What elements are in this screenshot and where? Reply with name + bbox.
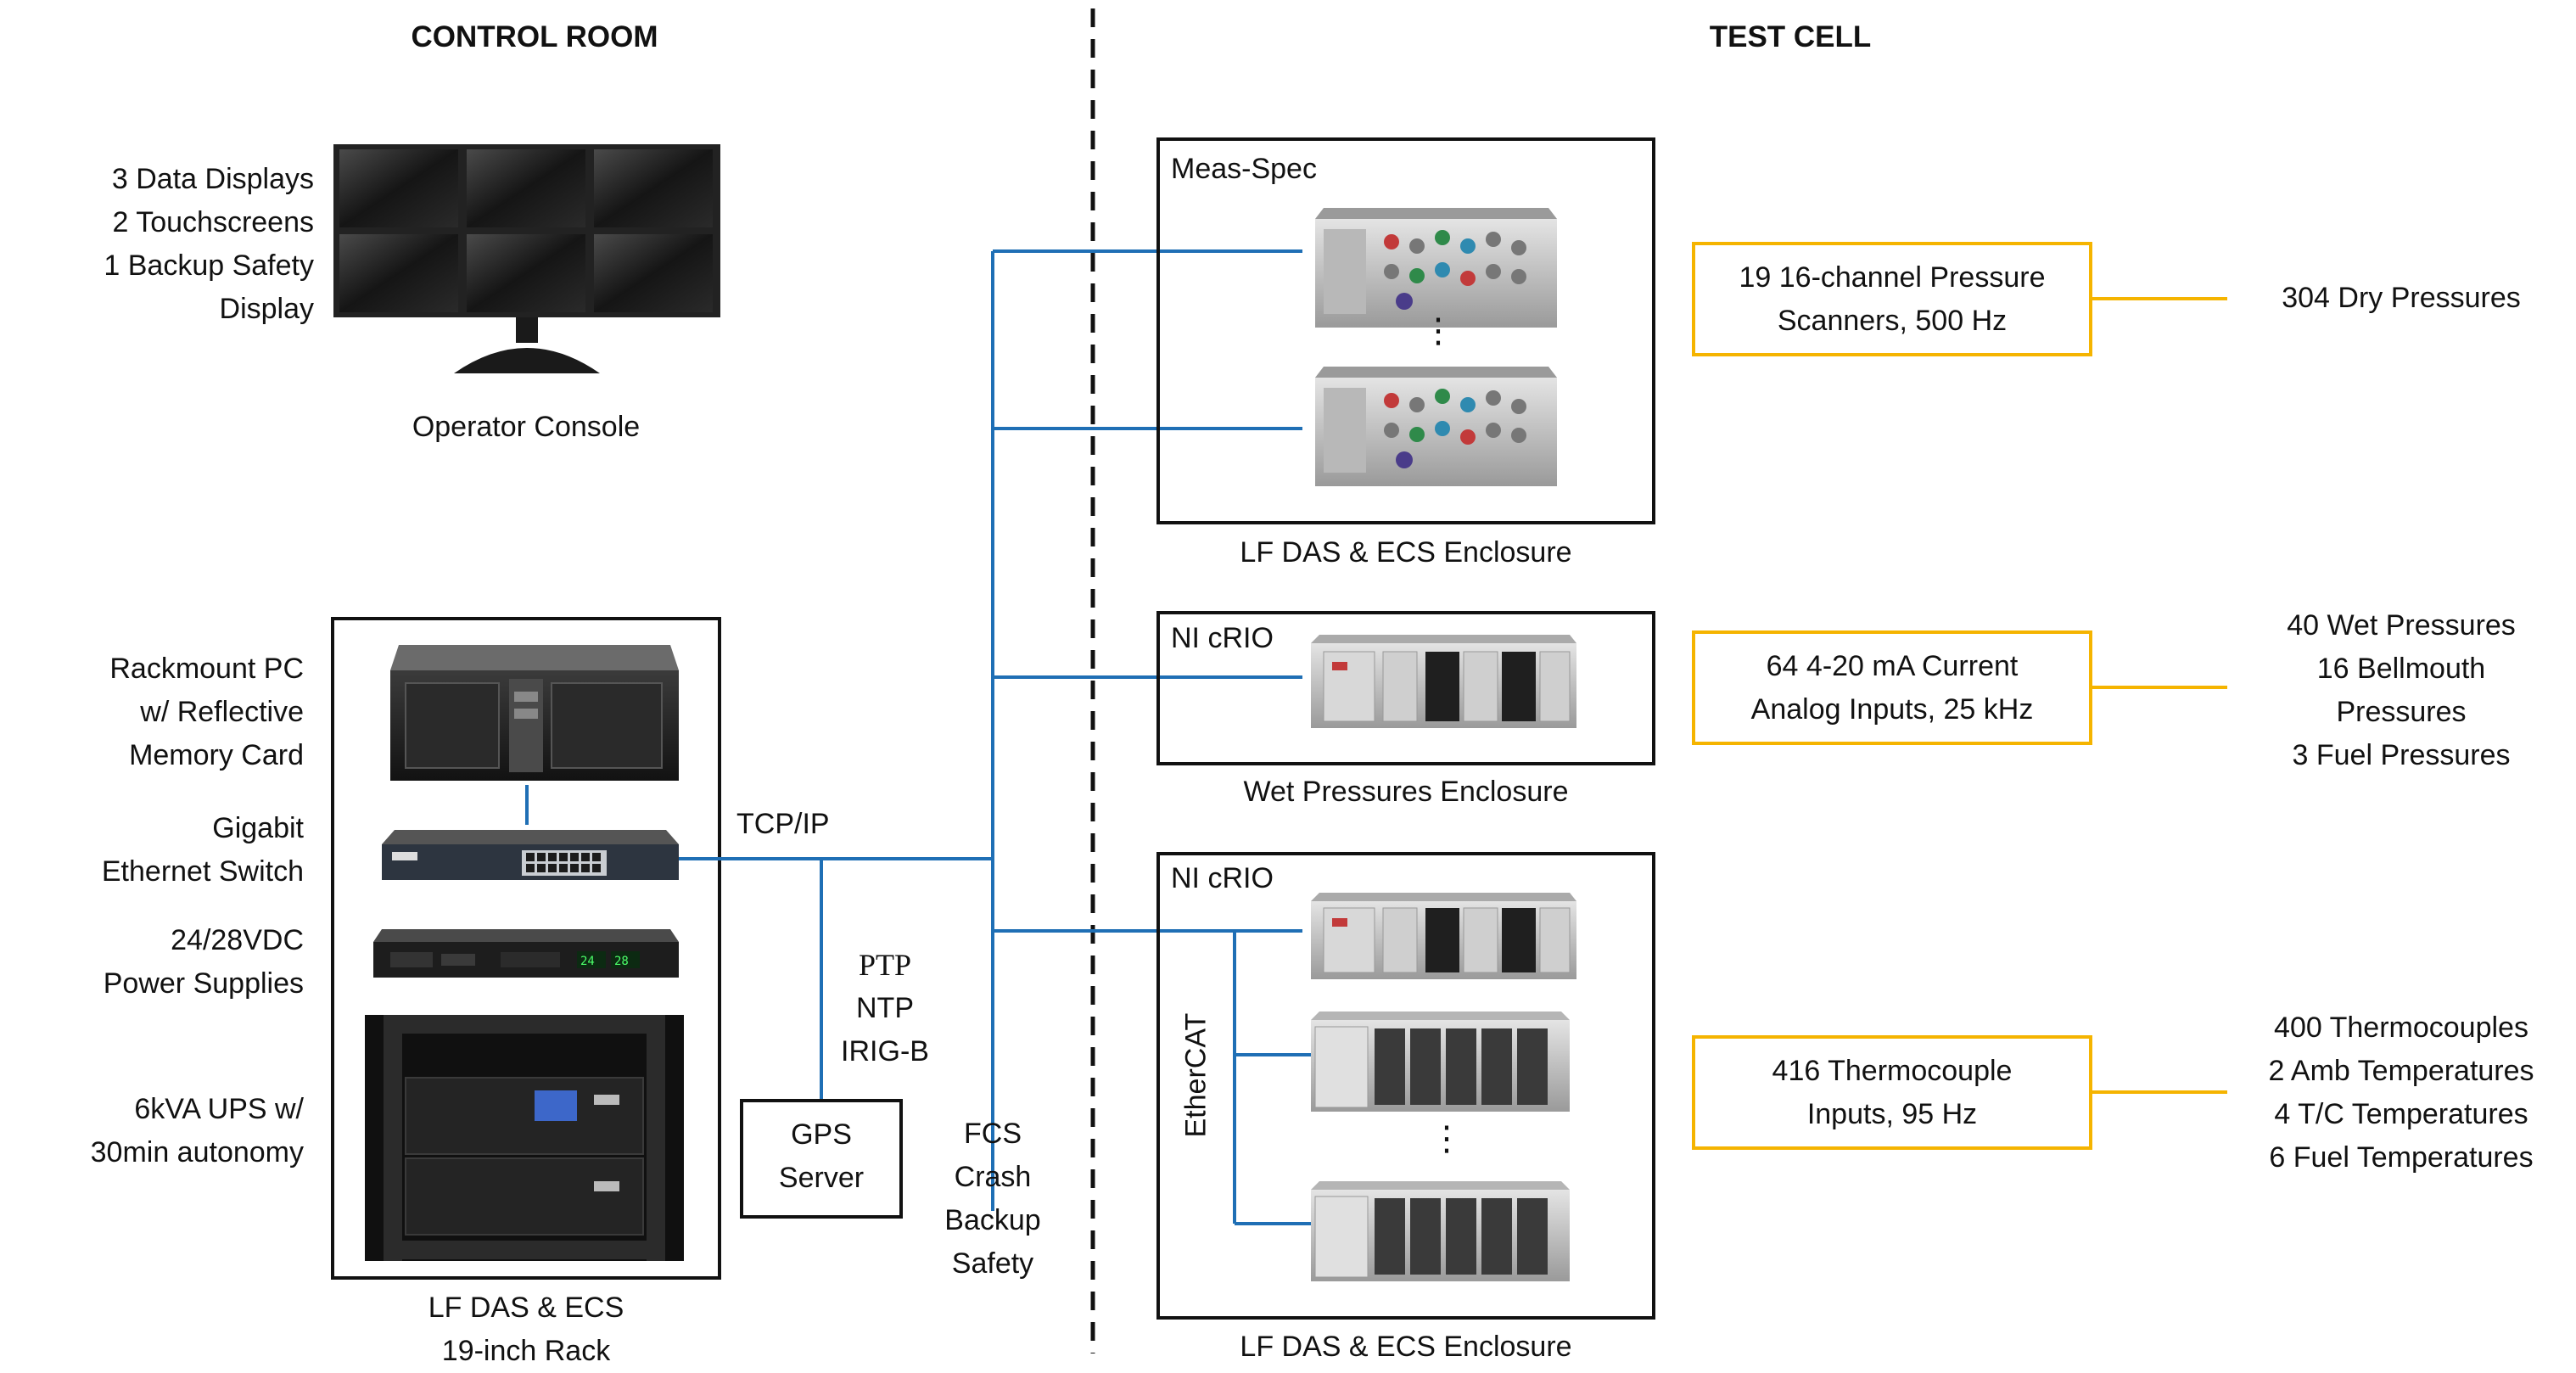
wet-spec-box bbox=[1692, 630, 2092, 745]
crio-chassis-icon bbox=[1311, 893, 1576, 979]
tc-spec: 416 Thermocouple bbox=[1772, 1055, 2013, 1087]
tc-output: 4 T/C Temperatures bbox=[2274, 1098, 2528, 1130]
time-sync-label: NTP bbox=[856, 992, 914, 1024]
console-line: Display bbox=[219, 293, 314, 325]
rack-item-label: Power Supplies bbox=[103, 967, 304, 1000]
meas-spec-label: Meas-Spec bbox=[1171, 153, 1317, 185]
meas-spec-spec: Scanners, 500 Hz bbox=[1777, 305, 2008, 337]
fcs-label: Backup bbox=[944, 1204, 1041, 1236]
svg-text:24: 24 bbox=[580, 955, 595, 968]
thermocouple-enclosure bbox=[1156, 852, 1655, 1320]
rack-caption: 19-inch Rack bbox=[441, 1335, 611, 1367]
ethercat-chassis-icon bbox=[1311, 1012, 1570, 1112]
tc-crio-label: NI cRIO bbox=[1171, 862, 1274, 894]
pressure-scanner-icon bbox=[1315, 367, 1557, 486]
meas-spec-spec: 19 16-channel Pressure bbox=[1739, 261, 2046, 294]
fcs-label: Safety bbox=[951, 1247, 1034, 1280]
tc-output: 400 Thermocouples bbox=[2274, 1012, 2528, 1044]
wet-output: 3 Fuel Pressures bbox=[2292, 739, 2511, 771]
rack-item-label: w/ Reflective bbox=[140, 696, 304, 728]
wet-output: Pressures bbox=[2336, 696, 2467, 728]
crio-chassis-icon bbox=[1311, 635, 1576, 728]
tc-output: 2 Amb Temperatures bbox=[2268, 1055, 2534, 1087]
meas-spec-caption: LF DAS & ECS Enclosure bbox=[1240, 536, 1572, 569]
rack-box bbox=[331, 617, 721, 1280]
wet-output: 40 Wet Pressures bbox=[2287, 609, 2516, 642]
ellipsis: ⋮ bbox=[1430, 1120, 1464, 1157]
tc-spec: Inputs, 95 Hz bbox=[1806, 1098, 1978, 1130]
svg-text:28: 28 bbox=[614, 955, 629, 968]
operator-console-caption: Operator Console bbox=[412, 411, 641, 443]
gps-server-box bbox=[740, 1099, 903, 1219]
test-cell-heading: TEST CELL bbox=[1709, 20, 1872, 53]
console-line: 3 Data Displays bbox=[111, 163, 314, 195]
ethercat-label: EtherCAT bbox=[1179, 1012, 1212, 1138]
rack-item-label: 6kVA UPS w/ bbox=[134, 1093, 304, 1125]
network-links bbox=[679, 249, 1311, 1225]
wet-output: 16 Bellmouth bbox=[2316, 653, 2486, 685]
control-room-heading: CONTROL ROOM bbox=[411, 20, 658, 53]
wet-crio-label: NI cRIO bbox=[1171, 622, 1274, 654]
tcp-ip-label: TCP/IP bbox=[736, 808, 830, 840]
console-line: 2 Touchscreens bbox=[112, 206, 314, 238]
output-links bbox=[2091, 297, 2227, 1094]
power-supply-icon: 24 28 bbox=[373, 929, 679, 978]
gps-server-label: GPS bbox=[791, 1118, 852, 1151]
gps-server-label: Server bbox=[778, 1162, 865, 1194]
ellipsis: ⋮ bbox=[1421, 312, 1455, 350]
wet-pressures-enclosure bbox=[1156, 611, 1655, 765]
ethernet-switch-icon bbox=[382, 830, 679, 880]
rack-item-label: 24/28VDC bbox=[171, 924, 304, 956]
rackmount-pc-icon bbox=[390, 645, 679, 781]
rack-item-label: Memory Card bbox=[129, 739, 304, 771]
pressure-scanner-icon bbox=[1315, 208, 1557, 328]
meas-spec-enclosure bbox=[1156, 137, 1655, 524]
rack-item-label: Ethernet Switch bbox=[101, 855, 304, 888]
rack-caption: LF DAS & ECS bbox=[428, 1292, 624, 1324]
wet-enclosure-caption: Wet Pressures Enclosure bbox=[1243, 776, 1569, 808]
fcs-label: Crash bbox=[954, 1161, 1032, 1193]
meas-spec-output: 304 Dry Pressures bbox=[2282, 282, 2521, 314]
rack-item-label: Gigabit bbox=[212, 812, 304, 844]
rack-item-label: 30min autonomy bbox=[90, 1136, 304, 1168]
monitor-icon bbox=[333, 144, 720, 373]
rack-item-label: Rackmount PC bbox=[109, 653, 304, 685]
tc-output: 6 Fuel Temperatures bbox=[2269, 1141, 2534, 1174]
wet-spec: Analog Inputs, 25 kHz bbox=[1750, 693, 2034, 726]
wet-spec: 64 4-20 mA Current bbox=[1766, 650, 2019, 682]
ups-icon bbox=[365, 1015, 684, 1261]
time-sync-label: PTP bbox=[858, 948, 912, 982]
tc-enclosure-caption: LF DAS & ECS Enclosure bbox=[1240, 1331, 1572, 1363]
fcs-label: FCS bbox=[964, 1118, 1022, 1150]
console-line: 1 Backup Safety bbox=[104, 249, 314, 282]
time-sync-label: IRIG-B bbox=[841, 1035, 929, 1068]
tc-spec-box bbox=[1692, 1035, 2092, 1150]
ethercat-chassis-icon bbox=[1311, 1181, 1570, 1281]
